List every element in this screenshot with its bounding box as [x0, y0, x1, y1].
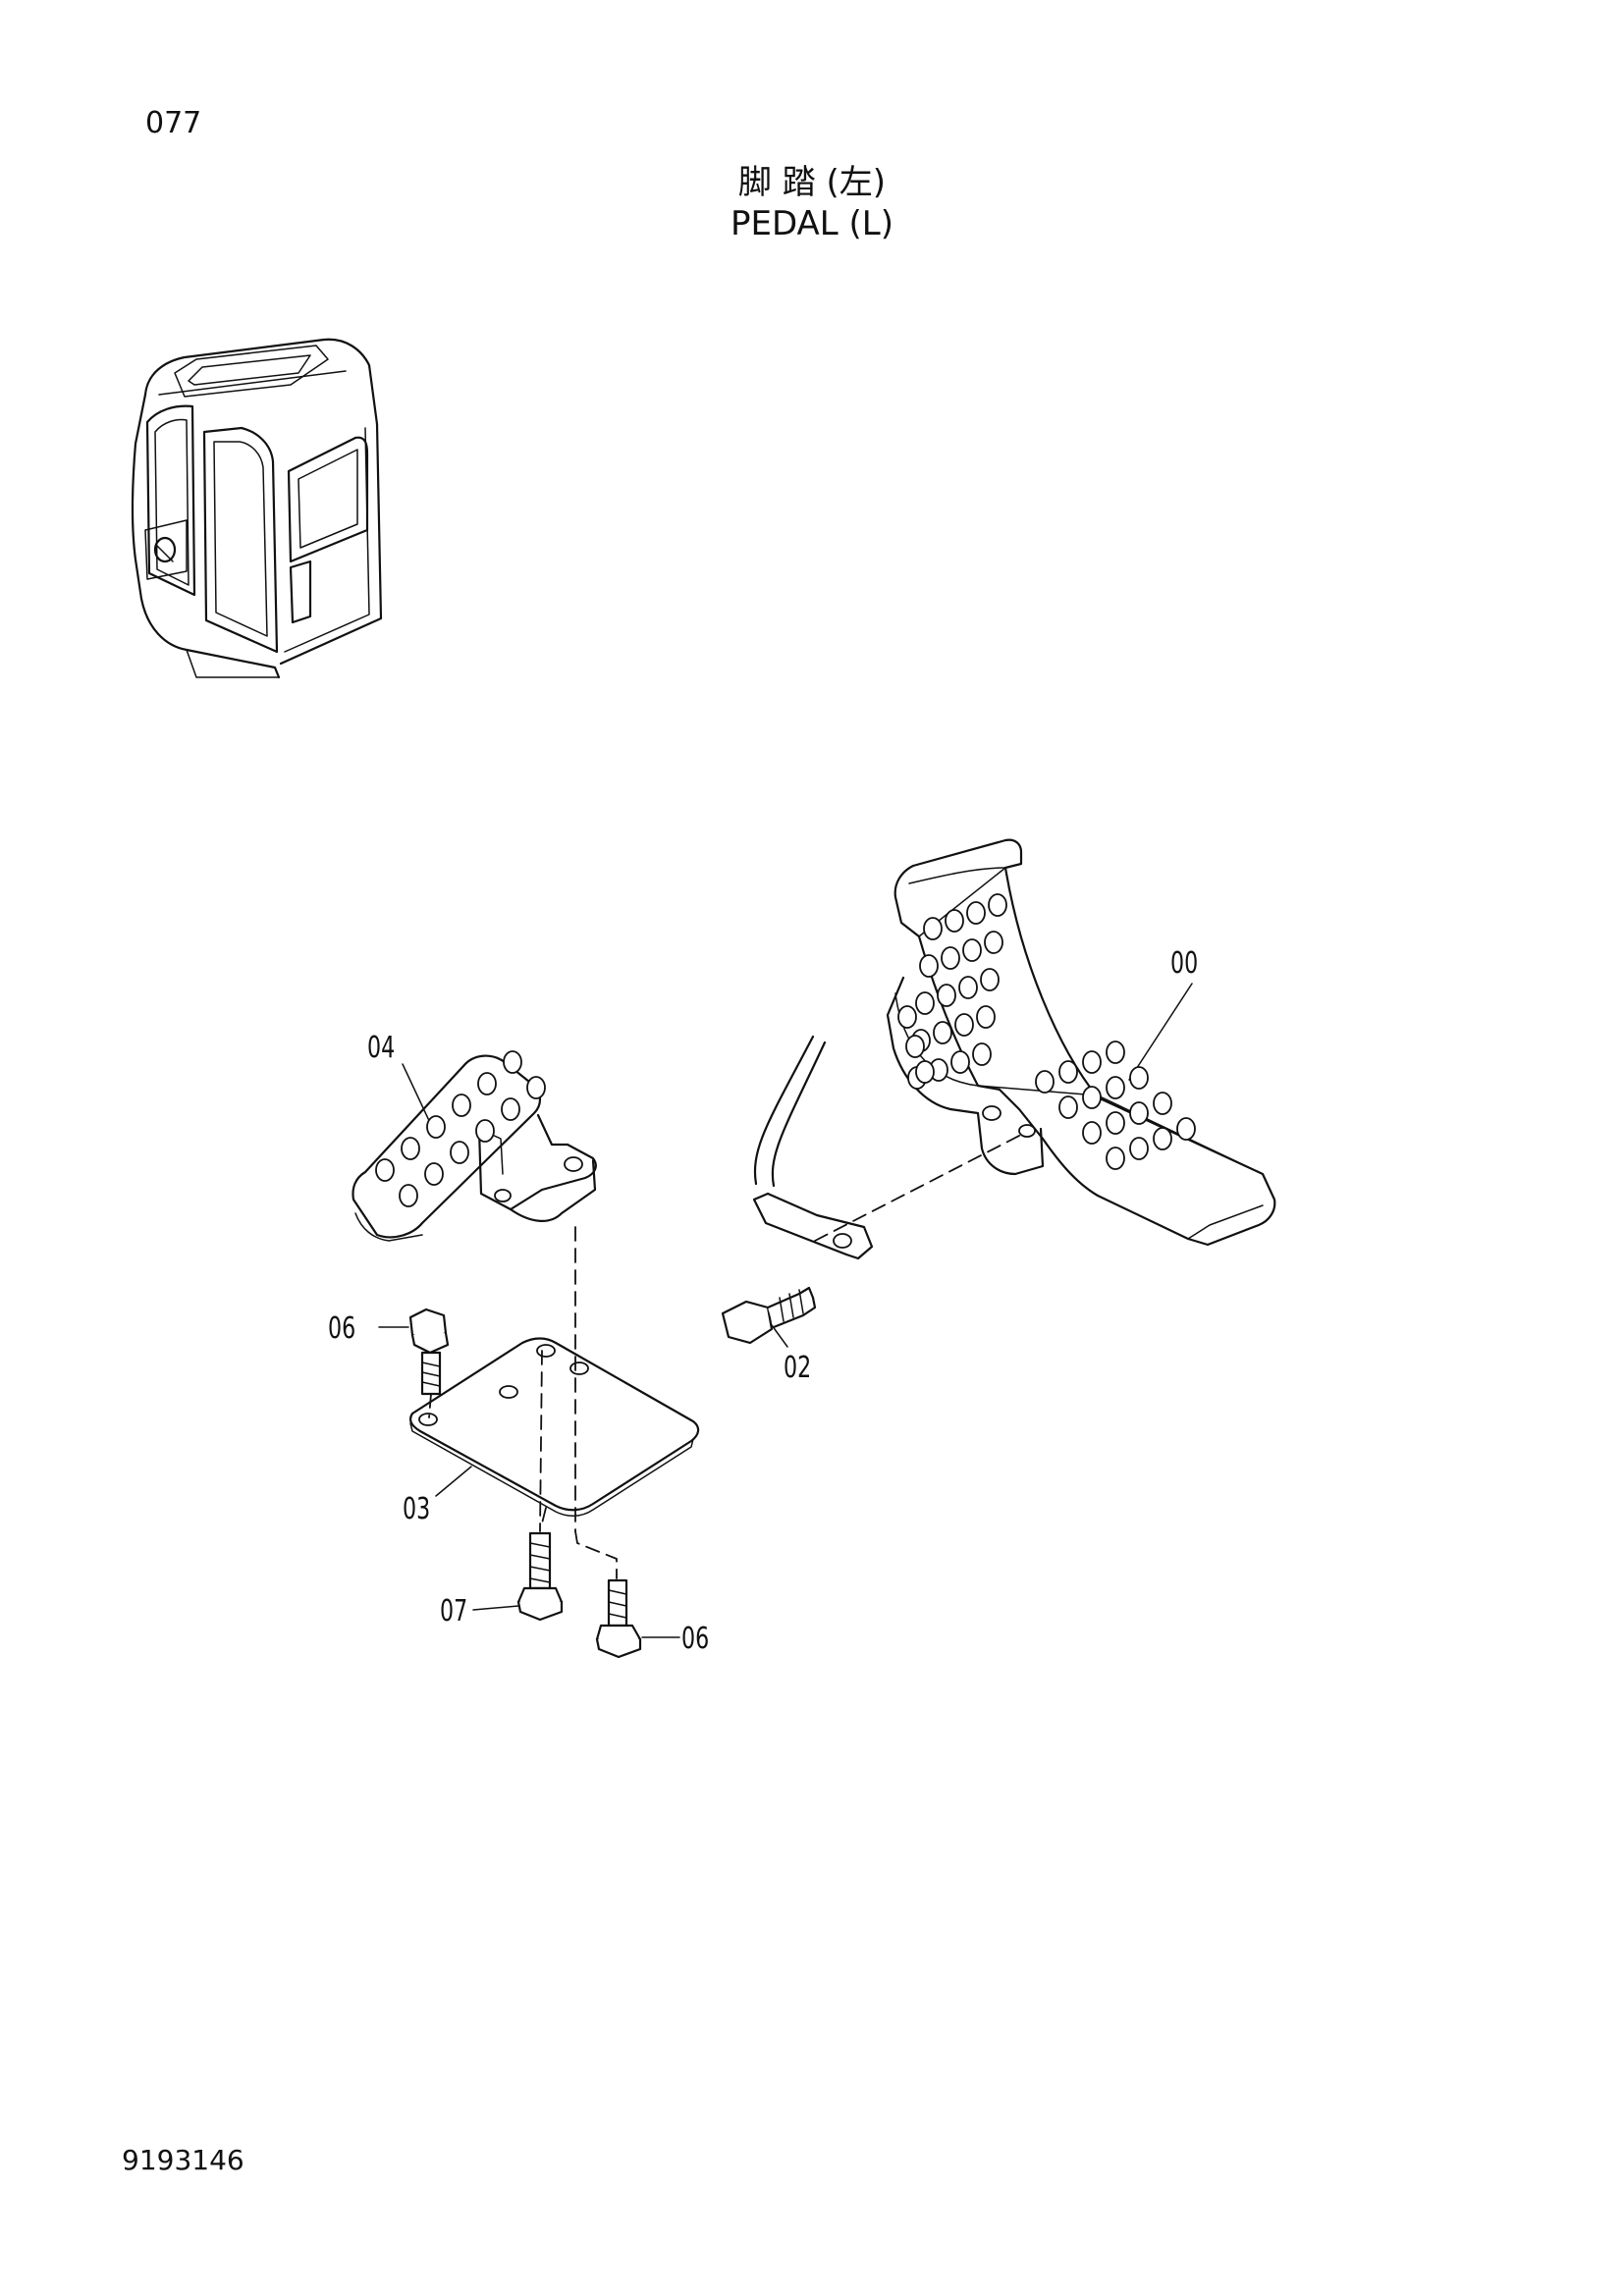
pedal-04-stud: [503, 1050, 522, 1074]
pedal-00-stud: [1106, 1111, 1125, 1135]
pedal-00-stud: [915, 991, 935, 1015]
callout-04: 04: [367, 1031, 396, 1065]
pedal-00-side-hole: [915, 1060, 935, 1084]
pedal-04-stud: [426, 1115, 446, 1139]
pedal-00-stud: [950, 1050, 970, 1074]
main-pedal-00: [721, 838, 1276, 1345]
title-english: PEDAL (L): [730, 204, 894, 243]
pedal-04-stud: [475, 1119, 495, 1143]
pedal-00-stud: [941, 946, 960, 970]
callout-00: 00: [1170, 946, 1199, 981]
pedal-00-stud: [1035, 1070, 1055, 1094]
pedal-00-stud: [937, 984, 956, 1007]
pedal-04-stud: [424, 1162, 444, 1186]
pedal-00-stud: [958, 976, 978, 999]
pedal-00-stud: [962, 938, 982, 962]
pedal-00-stud: [945, 909, 964, 933]
pedal-00-stud: [1106, 1147, 1125, 1170]
pedal-00-side-hole: [897, 1005, 917, 1029]
bolt-06-upper: [408, 1308, 450, 1418]
pedal-00-stud: [1058, 1060, 1078, 1084]
bolt-07: [516, 1531, 564, 1622]
pedal-00-stud: [1176, 1117, 1196, 1141]
pedal-00-stud: [984, 931, 1003, 954]
pedal-04-stud: [501, 1097, 520, 1121]
pedal-00-stud: [1153, 1092, 1172, 1115]
pedal-00-side-hole: [905, 1035, 925, 1058]
pedal-00-stud: [1129, 1137, 1149, 1160]
document-id: 9193146: [122, 2144, 244, 2176]
pedal-00-stud: [1082, 1121, 1102, 1145]
title-chinese: 脚 踏 (左): [737, 163, 887, 202]
small-pedal-04: [352, 1054, 597, 1242]
pedal-00-stud: [1082, 1050, 1102, 1074]
callout-06-upper: 06: [328, 1311, 356, 1346]
pedal-04-stud: [375, 1158, 395, 1182]
pedal-00-stud: [1106, 1076, 1125, 1099]
pedal-04-stud: [399, 1184, 418, 1207]
callout-07: 07: [440, 1594, 468, 1629]
pedal-00-stud: [933, 1021, 952, 1044]
pedal-00-stud: [980, 968, 1000, 991]
pedal-00-stud: [919, 954, 939, 978]
plate-03: [409, 1337, 700, 1517]
callout-02: 02: [784, 1351, 812, 1385]
cab-overview-icon: [131, 338, 383, 679]
bolt-06-lower: [595, 1578, 642, 1659]
pedal-04-stud: [452, 1094, 471, 1117]
page-number: 077: [145, 106, 202, 140]
pedal-04-stud: [526, 1076, 546, 1099]
callout-03: 03: [403, 1492, 431, 1526]
pedal-00-stud: [966, 901, 986, 925]
pedal-00-stud: [923, 917, 943, 940]
pedal-00-stud: [954, 1013, 974, 1037]
pedal-04-stud: [401, 1137, 420, 1160]
pedal-00-stud: [1058, 1095, 1078, 1119]
pedal-00-stud: [1129, 1066, 1149, 1090]
pedal-00-stud: [972, 1042, 992, 1066]
pedal-00-stud: [1106, 1041, 1125, 1064]
pedal-00-stud: [976, 1005, 996, 1029]
callout-06-lower: 06: [681, 1622, 710, 1656]
pedal-00-stud: [988, 893, 1007, 917]
pedal-04-stud: [477, 1072, 497, 1095]
pedal-00-stud: [1129, 1101, 1149, 1125]
pedal-04-stud: [450, 1141, 469, 1164]
pedal-00-stud: [1153, 1127, 1172, 1150]
pedal-00-stud: [1082, 1086, 1102, 1109]
